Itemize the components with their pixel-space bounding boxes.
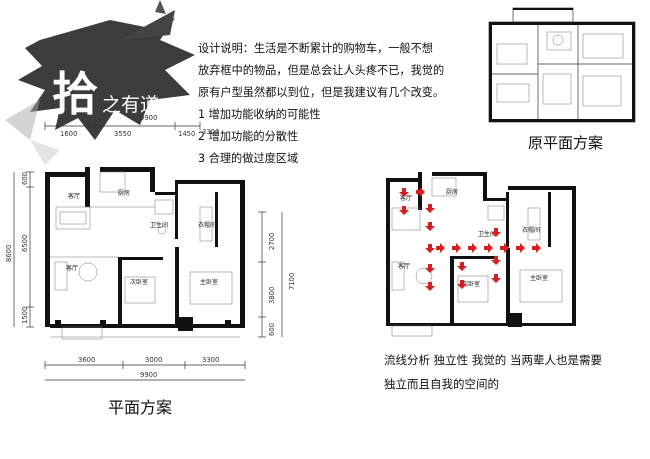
description-point: 1 增加功能收纳的可能性 [198,108,321,121]
dim-top-total: 9900 [140,114,157,122]
flow-room-label: 次卧室 [462,280,480,288]
description-point: 3 合理的做过度区域 [198,152,299,165]
flow-caption: 流线分析 独立性 我觉的 当两辈人也是需要 独立而且自我的空间的 [384,348,602,396]
flow-room-label: 客厅 [400,194,412,202]
flow-caption-line: 流线分析 独立性 我觉的 当两辈人也是需要 [384,353,602,367]
dim-right-total: 7100 [288,273,296,290]
room-label: 客厅 [66,264,78,272]
brush-logo: 拾 之有道 [0,0,200,165]
flow-room-label: 卫生间 [478,230,496,238]
dim-left-seg: 600 [21,172,29,185]
dim-left-seg: 1500 [21,307,29,324]
design-description: 设计说明：生活是不断累计的购物车，一般不想 放弃框中的物品，但是总会让人头疼不已… [198,38,498,170]
dim-right-seg: 3800 [268,287,276,304]
title-suffix: 之有道 [102,94,160,116]
description-point: 2 增加功能的分散性 [198,130,299,143]
room-label: 厨房 [118,189,130,197]
dim-left-seg: 6500 [21,235,29,252]
plan-caption: 平面方案 [108,398,173,417]
flow-plan-drawing: 客厅 厨房 卫生间 衣帽间 客厅 次卧室 主卧室 [378,168,608,338]
brush-char: 拾 [52,67,98,121]
room-label: 卫生间 [150,221,168,229]
original-plan-caption: 原平面方案 [528,134,604,152]
description-line: 放弃框中的物品，但是总会让人头疼不已，我觉的 [198,64,445,77]
flow-room-label: 厨房 [446,188,458,196]
flow-room-label: 主卧室 [530,274,548,282]
flow-room-label: 客厅 [398,262,410,270]
dim-left-total: 8600 [5,245,13,262]
room-label: 次卧室 [130,278,148,286]
dim-right-seg: 2700 [268,233,276,250]
dim-bottom-seg: 3000 [145,356,162,364]
description-line: 原有户型虽然都以到位，但是我建议有几个改变。 [198,86,445,99]
dim-top-seg: 1450 [178,130,195,138]
flow-room-label: 衣帽间 [522,226,540,234]
dim-bottom-seg: 3600 [78,356,95,364]
room-label: 主卧室 [200,278,218,286]
dim-top-seg: 1600 [60,130,77,138]
dim-bottom-total: 9900 [140,371,157,379]
description-line: 设计说明：生活是不断累计的购物车，一般不想 [198,42,433,55]
original-plan-drawing [483,4,643,130]
dim-top-sub: 3300 [202,128,219,136]
dim-top-seg: 3550 [114,130,131,138]
flow-caption-line: 独立而且自我的空间的 [384,377,499,391]
room-label: 衣帽间 [198,221,216,229]
floor-plan-drawing: 9900 1600 3550 1450 3300 8600 600 6500 1… [0,112,300,387]
dim-bottom-seg: 3300 [202,356,219,364]
dim-right-seg: 600 [268,323,276,336]
flow-arrows [399,187,541,291]
room-label: 客厅 [68,192,80,200]
